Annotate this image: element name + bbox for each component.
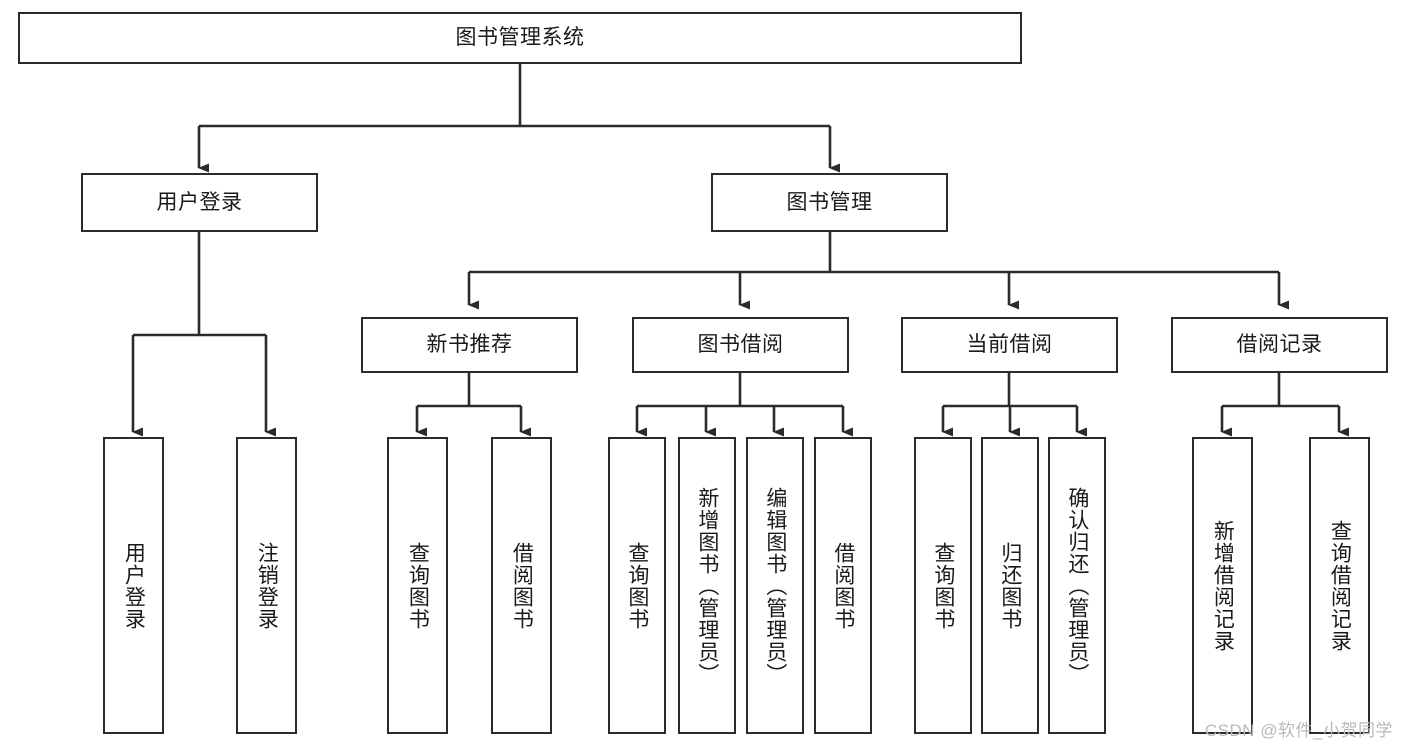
node-leaf-add-record-label: 新增借阅记录 [1211, 519, 1235, 652]
node-leaf-borrow-book-1-label: 借阅图书 [510, 541, 534, 630]
node-leaf-user-login-label: 用户登录 [122, 541, 146, 630]
node-leaf-edit-book-label: 编辑图书（管理员） [763, 486, 787, 685]
node-leaf-borrow-book-1[interactable]: 借阅图书 [491, 437, 552, 734]
node-book-manage[interactable]: 图书管理 [711, 173, 948, 232]
node-leaf-edit-book[interactable]: 编辑图书（管理员） [746, 437, 804, 734]
node-leaf-borrow-book-2[interactable]: 借阅图书 [814, 437, 872, 734]
node-root-title-label: 图书管理系统 [455, 26, 585, 50]
csdn-watermark: CSDN @软件_小贺同学 [1204, 721, 1393, 740]
node-leaf-query-book-2[interactable]: 查询图书 [608, 437, 666, 734]
node-root-title[interactable]: 图书管理系统 [18, 12, 1022, 64]
node-book-borrow-label: 图书借阅 [697, 333, 784, 357]
node-leaf-user-login[interactable]: 用户登录 [103, 437, 164, 734]
node-leaf-query-record[interactable]: 查询借阅记录 [1309, 437, 1370, 734]
node-leaf-query-book-3-label: 查询图书 [931, 541, 955, 630]
node-borrow-record-label: 借阅记录 [1236, 333, 1323, 357]
node-leaf-return-book[interactable]: 归还图书 [981, 437, 1039, 734]
node-user-login-label: 用户登录 [156, 190, 243, 214]
node-leaf-add-record[interactable]: 新增借阅记录 [1192, 437, 1253, 734]
node-leaf-confirm-return[interactable]: 确认归还（管理员） [1048, 437, 1106, 734]
node-current-borrow-label: 当前借阅 [966, 333, 1053, 357]
node-leaf-query-record-label: 查询借阅记录 [1328, 519, 1352, 652]
node-leaf-query-book-1-label: 查询图书 [406, 541, 430, 630]
node-leaf-query-book-3[interactable]: 查询图书 [914, 437, 972, 734]
node-leaf-borrow-book-2-label: 借阅图书 [831, 541, 855, 630]
node-leaf-add-book[interactable]: 新增图书（管理员） [678, 437, 736, 734]
node-borrow-record[interactable]: 借阅记录 [1171, 317, 1388, 373]
node-leaf-query-book-2-label: 查询图书 [625, 541, 649, 630]
node-new-book-recommend-label: 新书推荐 [426, 333, 513, 357]
node-leaf-add-book-label: 新增图书（管理员） [695, 486, 719, 685]
node-leaf-logout-login-label: 注销登录 [255, 541, 279, 630]
node-user-login[interactable]: 用户登录 [81, 173, 318, 232]
node-leaf-logout-login[interactable]: 注销登录 [236, 437, 297, 734]
node-new-book-recommend[interactable]: 新书推荐 [361, 317, 578, 373]
node-current-borrow[interactable]: 当前借阅 [901, 317, 1118, 373]
node-leaf-query-book-1[interactable]: 查询图书 [387, 437, 448, 734]
node-book-borrow[interactable]: 图书借阅 [632, 317, 849, 373]
node-leaf-return-book-label: 归还图书 [998, 541, 1022, 630]
node-leaf-confirm-return-label: 确认归还（管理员） [1065, 486, 1089, 685]
node-book-manage-label: 图书管理 [786, 190, 873, 214]
